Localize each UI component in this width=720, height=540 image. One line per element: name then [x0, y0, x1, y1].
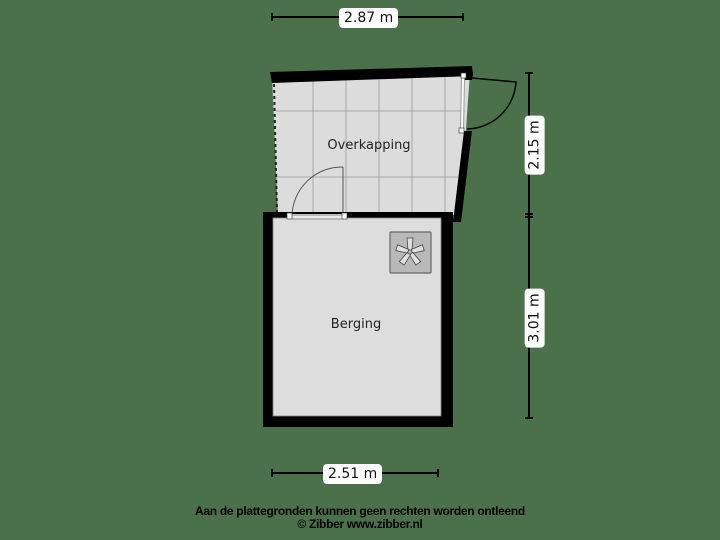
room-label-overkapping: Overkapping	[327, 138, 411, 153]
room-label-berging: Berging	[330, 317, 382, 332]
dimension-right-upper-label: 2.15 m	[524, 115, 545, 175]
footer-disclaimer: Aan de plattegronden kunnen geen rechten…	[195, 504, 525, 518]
footer-copyright: © Zibber www.zibber.nl	[297, 517, 423, 531]
dimension-right-lower-label: 3.01 m	[524, 288, 545, 348]
room-berging	[263, 212, 453, 427]
dimension-bottom-label: 2.51 m	[323, 464, 383, 484]
room-overkapping	[270, 66, 517, 222]
dimension-top-label: 2.87 m	[339, 8, 399, 28]
fan-icon	[389, 231, 432, 274]
